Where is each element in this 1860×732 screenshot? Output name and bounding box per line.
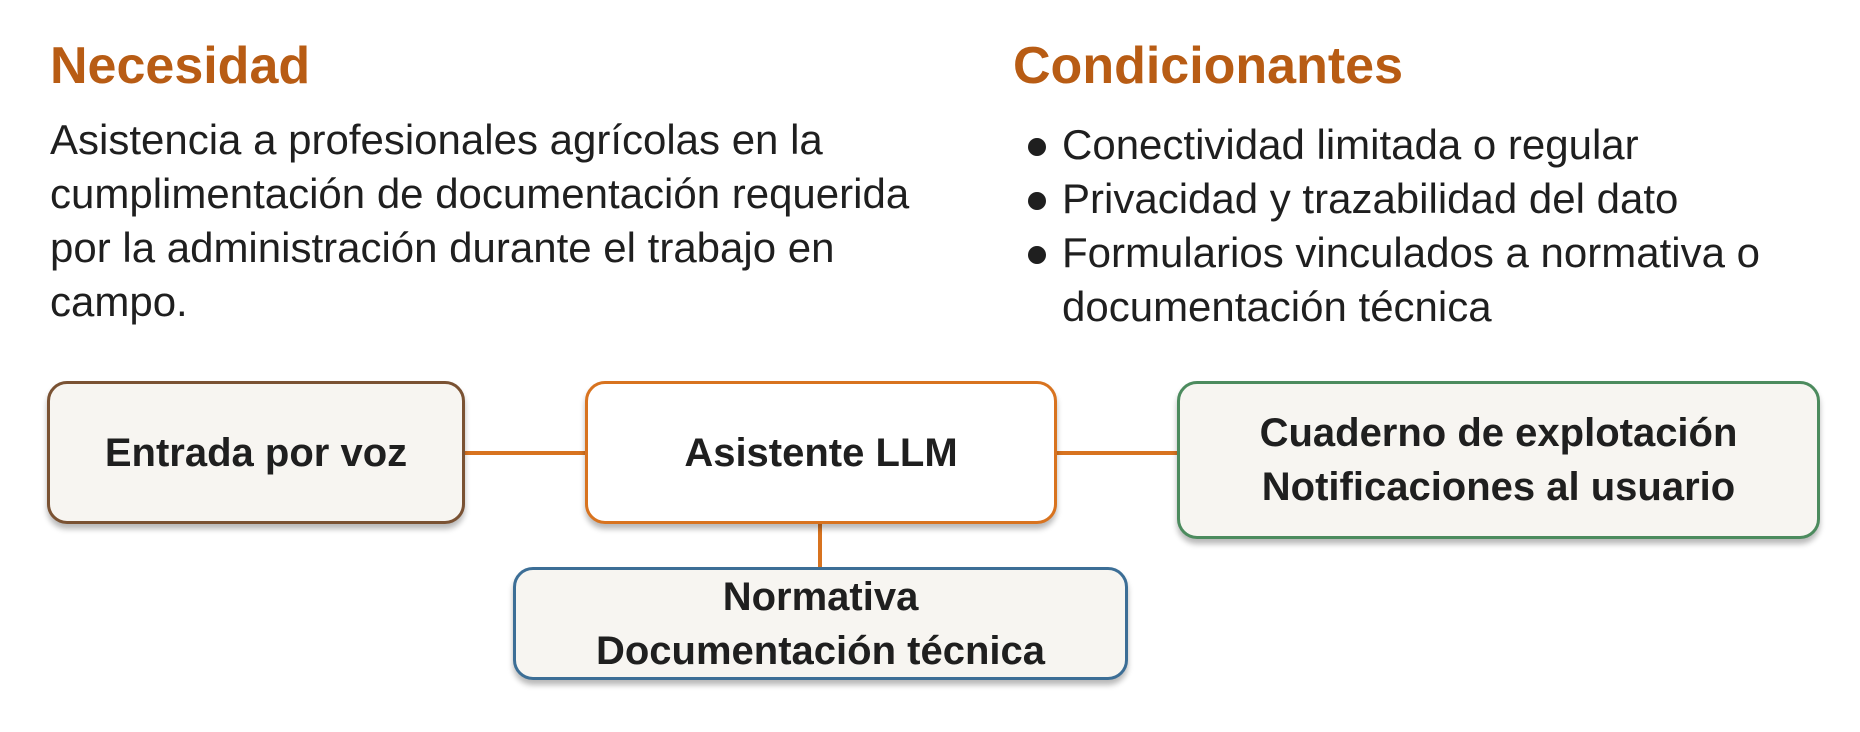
constraint-item-connectivity: Conectividad limitada o regular bbox=[1024, 118, 1844, 172]
need-description: Asistencia a profesionales agrícolas en … bbox=[50, 116, 910, 325]
constraint-item-privacy: Privacidad y trazabilidad del dato bbox=[1024, 172, 1844, 226]
llm-assistant-node: Asistente LLM bbox=[585, 381, 1057, 524]
connector-llm-to-knowledge bbox=[818, 523, 822, 568]
output-line-logbook: Cuaderno de explotación bbox=[1259, 411, 1738, 455]
constraints-heading: Condicionantes bbox=[1013, 37, 1404, 95]
constraints-list: Conectividad limitada o regular Privacid… bbox=[1024, 118, 1844, 334]
llm-assistant-label: Asistente LLM bbox=[684, 430, 958, 475]
voice-input-node: Entrada por voz bbox=[47, 381, 465, 524]
need-heading: Necesidad bbox=[50, 37, 311, 95]
output-line-notifications: Notificaciones al usuario bbox=[1261, 465, 1736, 509]
knowledge-line-technical-docs: Documentación técnica bbox=[595, 628, 1045, 673]
connector-llm-to-output bbox=[1055, 451, 1177, 455]
knowledge-line-regulation: Normativa bbox=[722, 574, 919, 619]
output-node: Cuaderno de explotación Notificaciones a… bbox=[1177, 381, 1820, 539]
connector-input-to-llm bbox=[463, 451, 585, 455]
knowledge-node: Normativa Documentación técnica bbox=[513, 567, 1128, 680]
constraint-item-forms: Formularios vinculados a normativa o doc… bbox=[1024, 226, 1844, 334]
voice-input-label: Entrada por voz bbox=[104, 430, 408, 475]
